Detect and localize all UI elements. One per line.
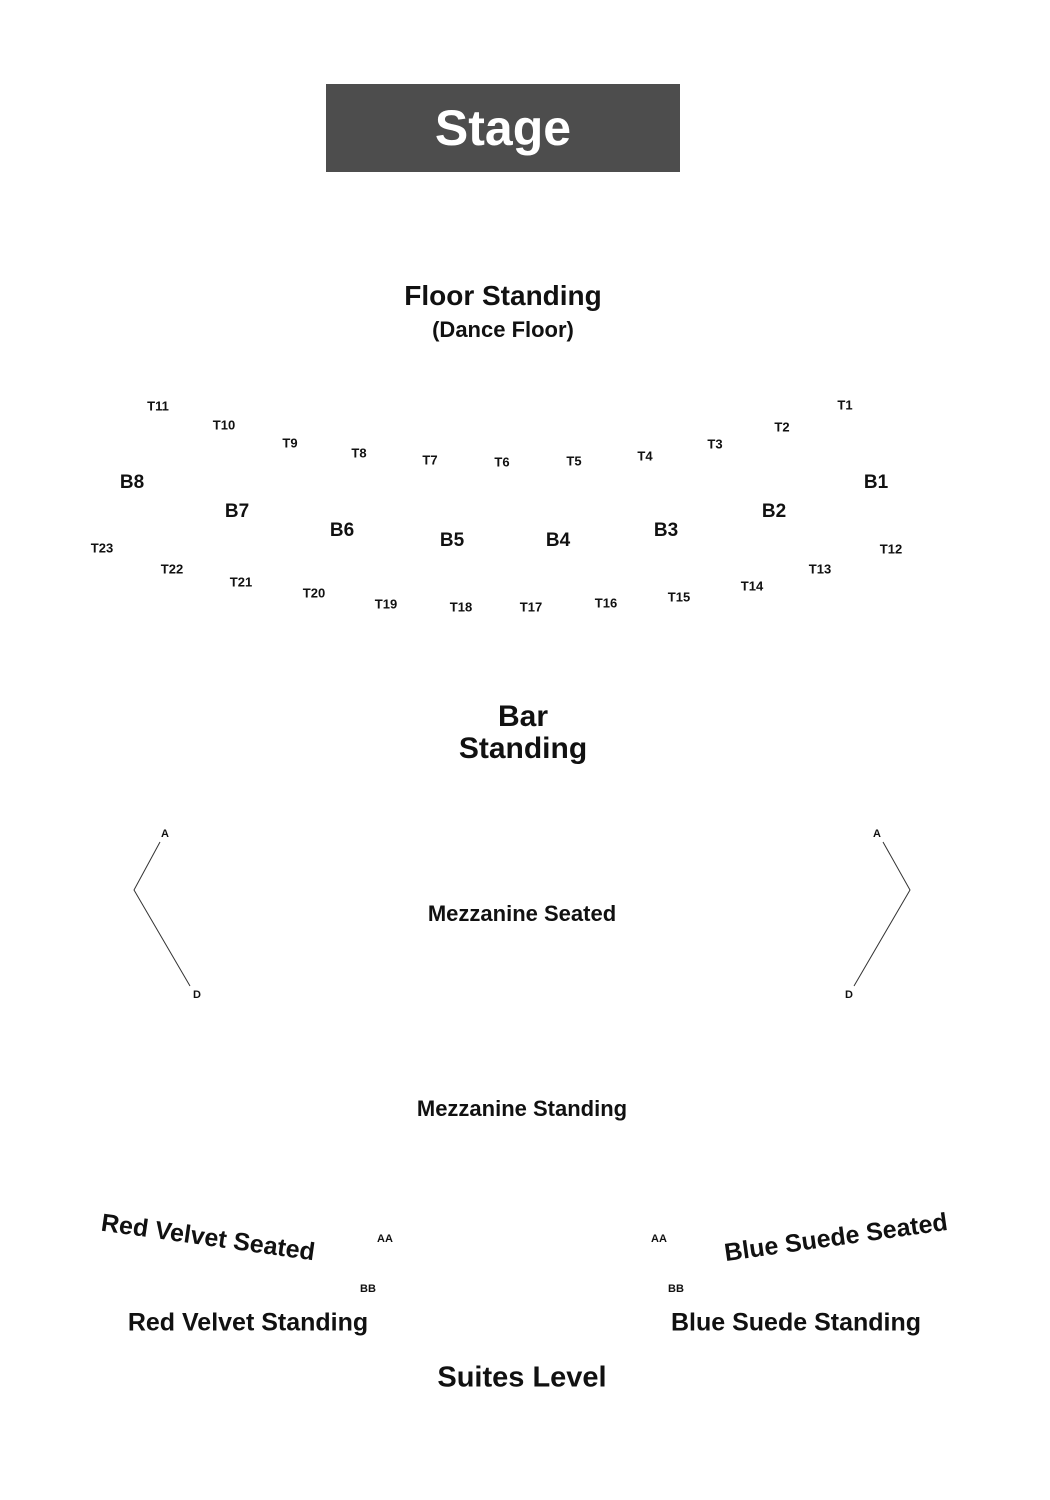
table-t20[interactable]: T20	[302, 585, 326, 601]
booth-b7[interactable]: B7	[224, 501, 250, 522]
table-t3[interactable]: T3	[707, 436, 723, 452]
red-velvet-row-aa: AA	[377, 1233, 393, 1245]
stage[interactable]: Stage	[326, 84, 680, 172]
booth-b2[interactable]: B2	[761, 501, 787, 522]
red-velvet-row-bb: BB	[360, 1283, 376, 1295]
table-t23[interactable]: T23	[90, 540, 114, 556]
table-t6[interactable]: T6	[494, 454, 510, 470]
booth-b5[interactable]: B5	[439, 530, 465, 551]
table-t12[interactable]: T12	[879, 541, 903, 557]
bar-standing-line1: Bar	[497, 700, 549, 733]
table-t13[interactable]: T13	[808, 561, 832, 577]
mezzanine-standing-label[interactable]: Mezzanine Standing	[416, 1096, 628, 1121]
booth-b8[interactable]: B8	[119, 472, 145, 493]
mezzanine-left-row-d: D	[193, 989, 201, 1001]
mezzanine-right-bracket	[853, 841, 911, 987]
table-t1[interactable]: T1	[837, 397, 853, 413]
table-t21[interactable]: T21	[229, 574, 253, 590]
table-t11[interactable]: T11	[147, 398, 169, 414]
stage-label: Stage	[434, 100, 572, 156]
booth-b3[interactable]: B3	[653, 520, 679, 541]
blue-suede-standing-label[interactable]: Blue Suede Standing	[670, 1308, 922, 1337]
table-t18[interactable]: T18	[449, 599, 473, 615]
table-t14[interactable]: T14	[740, 578, 764, 594]
booth-b1[interactable]: B1	[863, 472, 889, 493]
table-t22[interactable]: T22	[160, 561, 184, 577]
mezzanine-seated-label[interactable]: Mezzanine Seated	[427, 901, 617, 926]
mezzanine-left-row-a: A	[161, 828, 169, 840]
red-velvet-standing-label[interactable]: Red Velvet Standing	[127, 1308, 369, 1337]
table-t4[interactable]: T4	[637, 448, 653, 464]
table-t7[interactable]: T7	[422, 452, 438, 468]
bar-standing-label[interactable]: Bar Standing	[459, 701, 587, 765]
floor-standing-subtitle: (Dance Floor)	[432, 317, 574, 342]
blue-suede-row-bb: BB	[668, 1283, 684, 1295]
booth-b6[interactable]: B6	[329, 520, 355, 541]
table-t5[interactable]: T5	[566, 453, 582, 469]
table-t10[interactable]: T10	[212, 417, 236, 433]
table-t8[interactable]: T8	[351, 445, 367, 461]
mezzanine-right-row-a: A	[873, 828, 881, 840]
table-t19[interactable]: T19	[374, 596, 398, 612]
table-t15[interactable]: T15	[667, 589, 691, 605]
suites-level-label[interactable]: Suites Level	[437, 1361, 607, 1394]
table-t9[interactable]: T9	[282, 435, 298, 451]
floor-standing-label[interactable]: Floor Standing	[404, 280, 602, 311]
blue-suede-row-aa: AA	[651, 1233, 667, 1245]
table-t16[interactable]: T16	[594, 595, 618, 611]
mezzanine-right-row-d: D	[845, 989, 853, 1001]
bar-standing-line2: Standing	[458, 732, 588, 765]
table-t17[interactable]: T17	[519, 599, 543, 615]
booth-b4[interactable]: B4	[545, 530, 571, 551]
mezzanine-left-bracket	[133, 841, 191, 987]
table-t2[interactable]: T2	[774, 419, 790, 435]
